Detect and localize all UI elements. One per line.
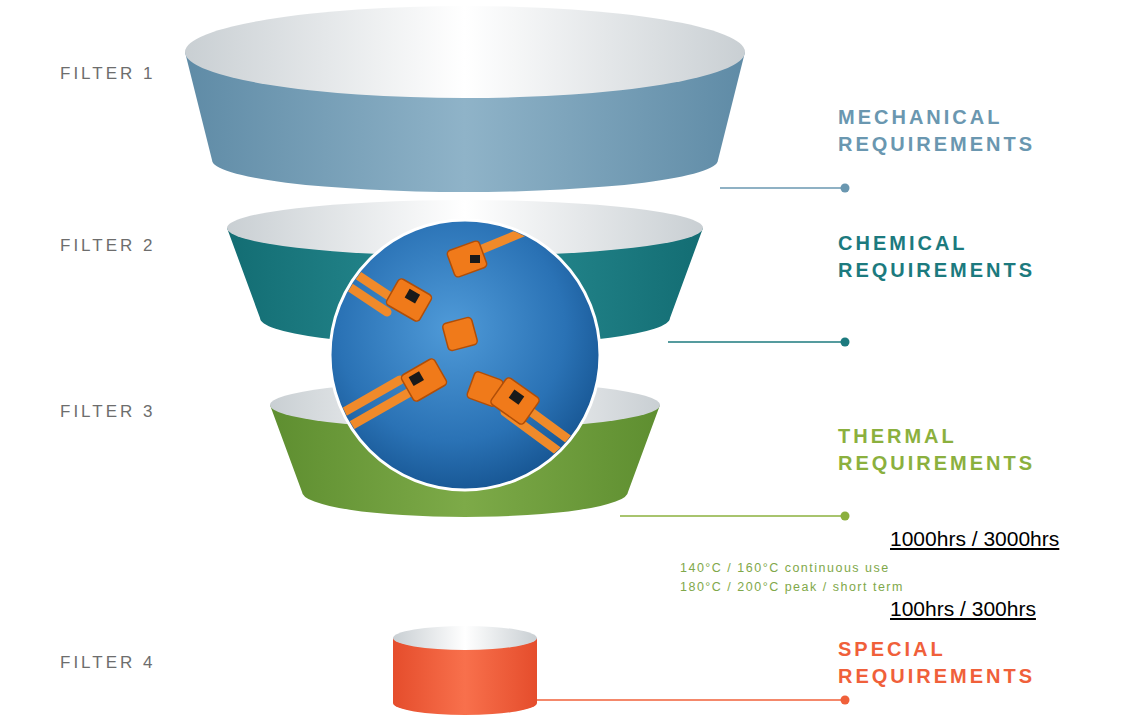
- leader-lines: [537, 184, 850, 705]
- temperature-note: 140°C / 160°C continuous use: [680, 561, 890, 576]
- filter-label: FILTER 3: [60, 402, 155, 422]
- filter-label: FILTER 4: [60, 653, 155, 673]
- funnel-rim: [393, 626, 537, 650]
- duration-note: 1000hrs / 3000hrs: [890, 526, 1059, 551]
- requirement-heading: CHEMICAL REQUIREMENTS: [838, 230, 1128, 284]
- requirement-heading: THERMAL REQUIREMENTS: [838, 423, 1128, 477]
- filter-label: FILTER 1: [60, 64, 155, 84]
- requirement-heading: SPECIAL REQUIREMENTS: [838, 636, 1128, 690]
- funnel-rim: [185, 6, 745, 98]
- requirement-heading: MECHANICAL REQUIREMENTS: [838, 104, 1128, 158]
- duration-note: 100hrs / 300hrs: [890, 596, 1036, 621]
- temperature-note: 180°C / 200°C peak / short term: [680, 580, 904, 595]
- connector-photo: [312, 220, 610, 490]
- filter-label: FILTER 2: [60, 236, 155, 256]
